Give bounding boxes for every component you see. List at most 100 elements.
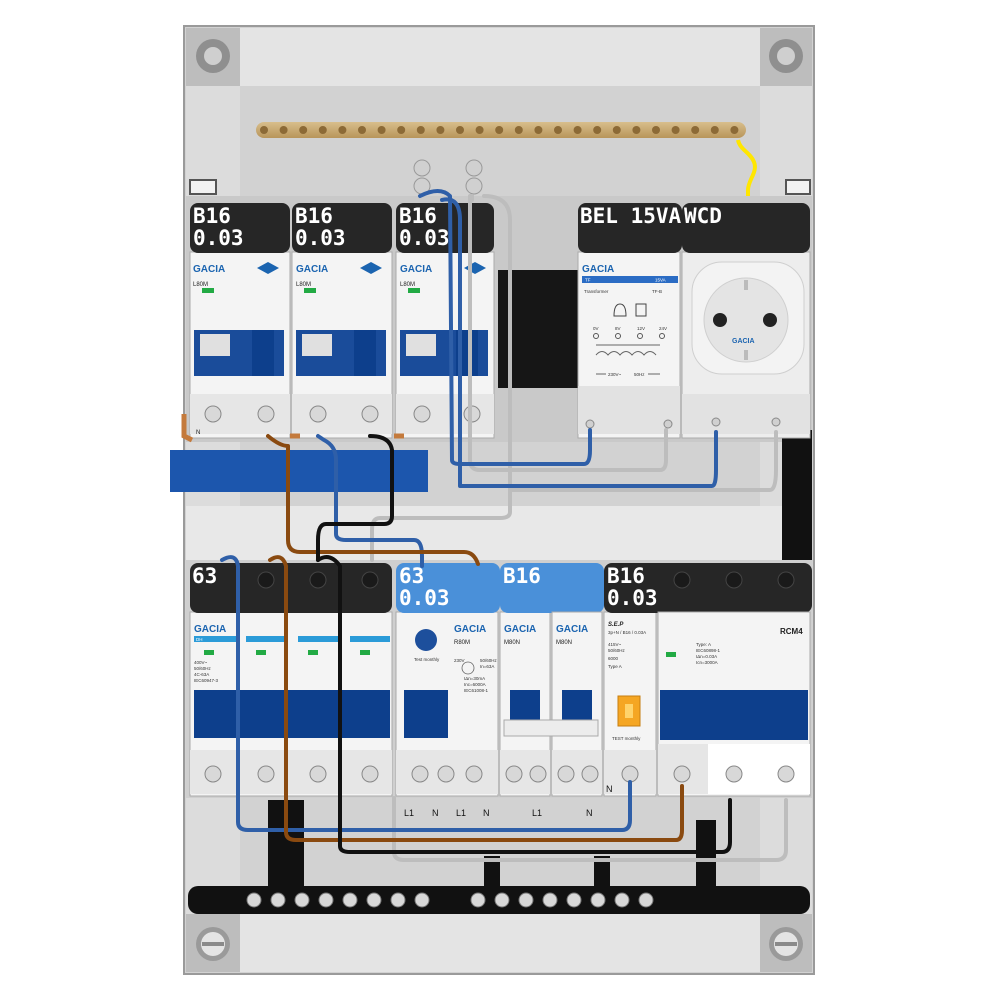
rcbo[interactable]: B16 0.03 S.E.P 3p+N / B16 / 0.03A 415V~ …: [603, 563, 812, 797]
screw-terminal-icon[interactable]: [361, 405, 379, 423]
screw-terminal-icon[interactable]: [581, 765, 599, 783]
rcbo-spec-1: 415V~: [608, 642, 622, 647]
rcm[interactable]: RCM4 Type: A IEC60898-1 IΔn=0.03A Icn=30…: [657, 611, 811, 797]
screw-terminal-icon[interactable]: [257, 765, 275, 783]
screw-terminal-icon[interactable]: [309, 405, 327, 423]
screw-terminal-icon[interactable]: [390, 892, 406, 908]
mcb-2-toggle-2[interactable]: [354, 330, 376, 376]
screw-terminal-icon[interactable]: [204, 765, 222, 783]
earth-rail-hole: [475, 126, 484, 134]
screw-terminal-icon[interactable]: [494, 892, 510, 908]
rcd-label-line1: 63: [399, 564, 424, 588]
screw-terminal-icon[interactable]: [673, 765, 691, 783]
screw-terminal-icon[interactable]: [725, 571, 743, 589]
screw-terminal-icon[interactable]: [257, 405, 275, 423]
screw-terminal-icon[interactable]: [437, 765, 455, 783]
screw-terminal-icon[interactable]: [318, 892, 334, 908]
mcb-3-label-line2: 0.03: [399, 226, 450, 250]
screw-terminal-icon[interactable]: [771, 417, 781, 427]
neutral-riser-4: [696, 820, 716, 890]
screw-terminal-icon[interactable]: [246, 892, 262, 908]
screw-terminal-icon[interactable]: [270, 892, 286, 908]
screw-terminal-icon[interactable]: [465, 765, 483, 783]
screw-terminal-icon[interactable]: [566, 892, 582, 908]
mcb-2-toggle[interactable]: [302, 334, 332, 356]
mcb-1-toggle[interactable]: [200, 334, 230, 356]
wire-brown-2: [268, 555, 684, 842]
earth-rail-hole: [358, 126, 366, 134]
mcb-2[interactable]: B16 0.03 GACIA L80M: [291, 203, 393, 439]
screw-terminal-icon[interactable]: [413, 405, 431, 423]
diamond-logo-icon: [360, 262, 382, 274]
rcd-label-line2: 0.03: [399, 586, 450, 610]
screw-terminal-icon[interactable]: [529, 765, 547, 783]
mcb-1-brand: GACIA: [193, 264, 225, 275]
screw-terminal-icon[interactable]: [309, 571, 327, 589]
screw-terminal-icon[interactable]: [366, 892, 382, 908]
rcm-handle[interactable]: [660, 690, 808, 740]
screw-terminal-icon[interactable]: [342, 892, 358, 908]
rcd-handle[interactable]: [404, 690, 448, 738]
screw-terminal-icon[interactable]: [505, 765, 523, 783]
screw-terminal-icon[interactable]: [309, 765, 327, 783]
earth-rail-hole: [730, 126, 739, 134]
screw-terminal-icon[interactable]: [518, 892, 534, 908]
screw-terminal-icon[interactable]: [614, 892, 630, 908]
mcb-2-model: L80M: [296, 282, 311, 288]
schuko-socket-icon[interactable]: [691, 261, 805, 375]
main-switch[interactable]: 63 GACIA DH 400V~ 50/60Hz 4C-63A IEC6094…: [189, 563, 393, 797]
wall-socket[interactable]: WCD GACIA: [681, 203, 811, 439]
rcd-label: [396, 563, 500, 613]
rcd-spec-2: 50/60Hz: [480, 658, 498, 663]
mcb-b16[interactable]: B16 GACIA M80N L1: [499, 563, 604, 818]
rcd[interactable]: 63 0.03 GACIA R80M Test monthly 230V 50/…: [395, 563, 500, 818]
rcm-label: RCM4: [780, 627, 803, 636]
rcd-terminal-l1: L1: [404, 808, 414, 818]
earth-rail-hole: [436, 126, 445, 134]
screw-terminal-icon[interactable]: [470, 892, 486, 908]
screw-terminal-icon[interactable]: [361, 765, 379, 783]
screw-terminal-icon[interactable]: [621, 765, 639, 783]
screw-terminal-icon[interactable]: [411, 765, 429, 783]
bell-transformer[interactable]: BEL 15VA GACIA TF 15VA Transformer TF-B …: [577, 203, 682, 439]
mcb-1-toggle-2[interactable]: [252, 330, 274, 376]
screw-terminal-icon[interactable]: [542, 892, 558, 908]
earth-rail-hole: [593, 126, 602, 134]
main-switch-handle[interactable]: [194, 690, 390, 738]
test-button-icon[interactable]: [415, 629, 437, 651]
screw-terminal-icon[interactable]: [711, 417, 721, 427]
status-indicator: [204, 650, 214, 655]
screw-terminal-icon[interactable]: [638, 892, 654, 908]
screw-terminal-icon[interactable]: [257, 571, 275, 589]
screw-terminal-icon[interactable]: [585, 419, 595, 429]
corner-mount-tl: [186, 28, 240, 86]
corner-mount-br: [760, 914, 812, 972]
rcd-model: R80M: [454, 640, 470, 646]
bell-transformer-freq: 50Hz: [634, 372, 645, 377]
screw-terminal-icon[interactable]: [673, 571, 691, 589]
screw-terminal-icon[interactable]: [725, 765, 743, 783]
screw-terminal-icon[interactable]: [557, 765, 575, 783]
mcb-b16-2-handle[interactable]: [562, 690, 592, 720]
mcb-3[interactable]: B16 0.03 GACIA L80M: [395, 203, 495, 439]
screw-terminal-icon[interactable]: [777, 765, 795, 783]
earth-rail-hole: [573, 126, 582, 134]
status-indicator: [408, 288, 420, 293]
screw-terminal-icon[interactable]: [204, 405, 222, 423]
screw-terminal-icon[interactable]: [294, 892, 310, 908]
wall-socket-label-text: WCD: [684, 204, 722, 228]
mcb-3-toggle[interactable]: [406, 334, 436, 356]
mcb-1[interactable]: B16 0.03 GACIA L80M N: [189, 203, 291, 439]
screw-terminal-icon[interactable]: [777, 571, 795, 589]
screw-terminal-icon[interactable]: [590, 892, 606, 908]
earth-rail-hole: [612, 126, 621, 134]
mcb-b16-2[interactable]: GACIA M80N N: [551, 611, 603, 818]
earth-rail-hole: [514, 126, 523, 134]
top-cover: [240, 28, 760, 86]
wire-blue-2: [440, 197, 718, 488]
mcb-b16-handle[interactable]: [510, 690, 540, 720]
screw-terminal-icon[interactable]: [414, 892, 430, 908]
screw-terminal-icon[interactable]: [361, 571, 379, 589]
screw-terminal-icon[interactable]: [663, 419, 673, 429]
earth-rail-hole: [691, 126, 700, 134]
